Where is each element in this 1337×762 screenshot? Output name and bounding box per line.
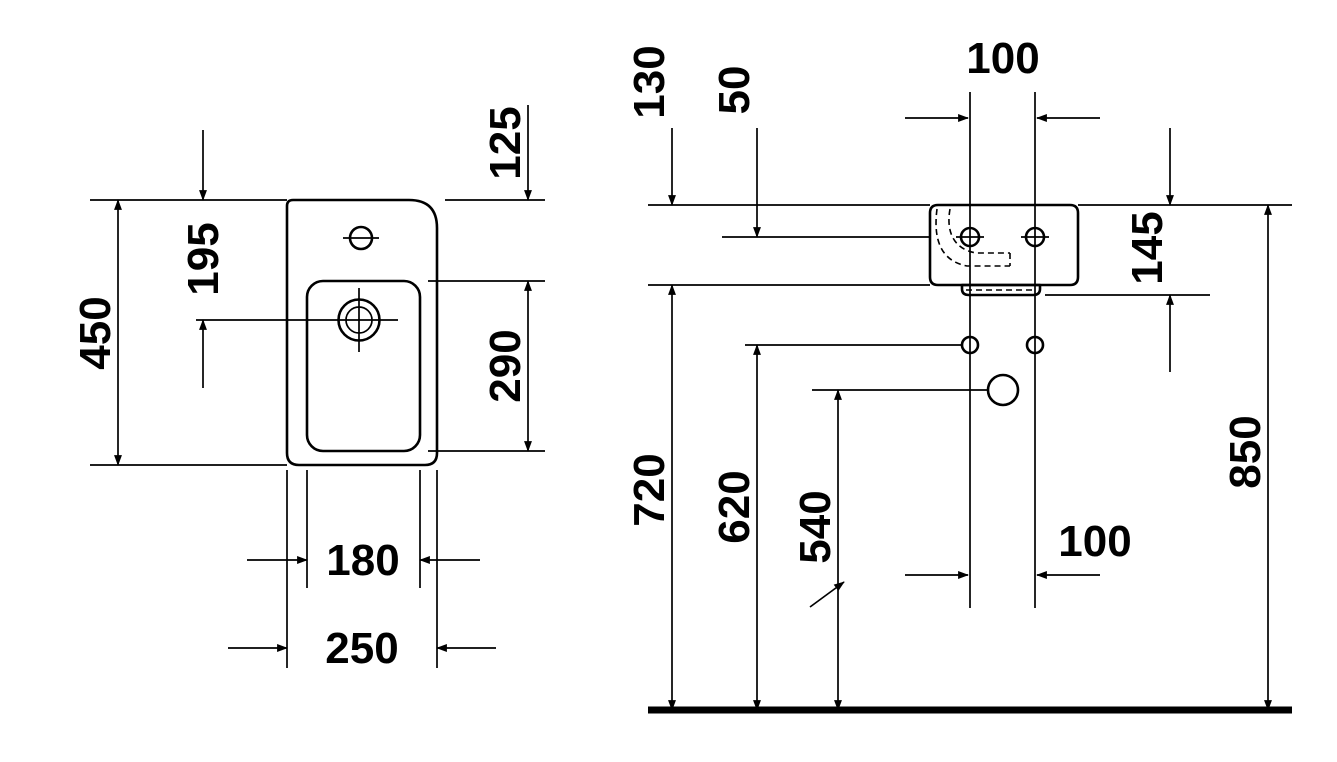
dim-label-180: 180 [326,536,399,585]
dim-label-540: 540 [791,490,840,563]
dim-label-145: 145 [1123,211,1172,284]
dim-label-195: 195 [179,222,228,295]
leader-arrow-540 [809,581,845,608]
basin-outline-front [928,203,1080,287]
dim-label-290: 290 [481,329,530,402]
hidden-bowl-profile [948,208,1010,254]
hidden-bowl-profile [935,208,1010,267]
dim-label-130: 130 [625,45,674,118]
dim-label-250: 250 [325,624,398,673]
dim-label-100-fixing-spacing: 100 [1058,517,1131,566]
dim-label-125: 125 [481,106,530,179]
dim-label-450: 450 [71,296,120,369]
drain-outer-circle [337,298,381,342]
tap-hole [348,225,374,251]
dim-label-850: 850 [1221,415,1270,488]
siphon-trap [960,283,1042,297]
basin-outline-plan [285,198,439,467]
drain-outlet [986,373,1020,407]
drain-inner-circle [345,306,373,334]
dim-label-100-tap-spacing: 100 [966,34,1039,83]
front-view: 130 50 100 145 720 620 540 100 850 [625,34,1292,714]
dim-label-620: 620 [710,470,759,543]
dim-label-720: 720 [625,453,674,526]
dim-label-50: 50 [710,66,759,115]
plan-view: 450 195 125 290 180 250 [71,105,545,673]
inner-bowl-outline [305,279,422,453]
